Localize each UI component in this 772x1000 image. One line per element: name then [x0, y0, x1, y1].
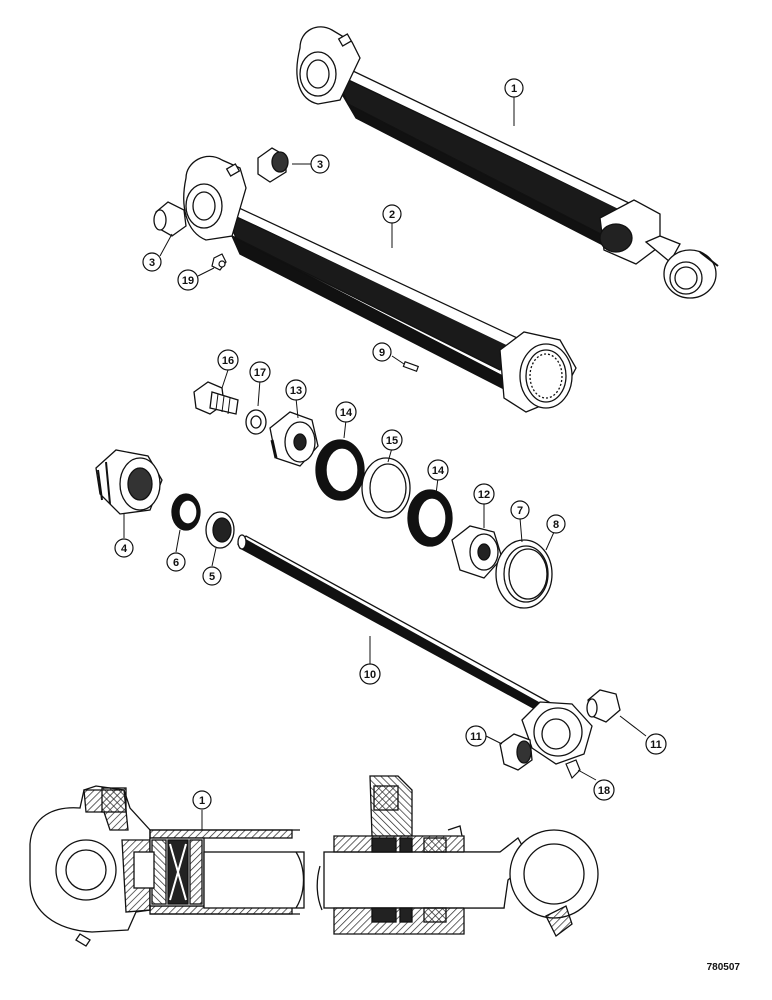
callout-18: 18	[593, 779, 615, 801]
callout-1-section: 1	[192, 790, 212, 810]
callout-4-label: 4	[121, 543, 128, 555]
callout-12-label: 12	[478, 489, 490, 501]
sectional-view	[29, 775, 599, 947]
callout-6: 6	[166, 552, 186, 572]
callout-5: 5	[202, 566, 222, 586]
callout-16: 16	[217, 349, 239, 371]
callout-leaders	[123, 96, 647, 830]
rod-eye-bushing-right	[586, 689, 621, 723]
callout-10: 10	[359, 663, 381, 685]
callout-18-label: 18	[598, 785, 610, 797]
callout-19-label: 19	[182, 275, 194, 287]
callout-9-label: 9	[379, 347, 385, 359]
callout-13: 13	[285, 379, 307, 401]
callout-11-left: 11	[465, 725, 487, 747]
callout-14-upper: 14	[335, 401, 357, 423]
callout-7: 7	[510, 500, 530, 520]
drawing-number: 780507	[707, 962, 741, 973]
callout-6-label: 6	[173, 557, 179, 569]
callout-15-label: 15	[386, 435, 398, 447]
piston-rod	[236, 534, 593, 765]
wiper-seal	[205, 511, 235, 549]
backup-ring	[495, 539, 553, 609]
callout-9: 9	[372, 342, 392, 362]
cylinder-barrel-lower	[183, 155, 577, 413]
washer	[245, 409, 267, 435]
callout-16-label: 16	[222, 355, 234, 367]
callout-13-label: 13	[290, 385, 302, 397]
callout-12: 12	[473, 483, 495, 505]
callout-2: 2	[382, 204, 402, 224]
callout-10-label: 10	[364, 669, 376, 681]
piston-seal-lower	[407, 489, 453, 547]
gland-nut	[95, 449, 163, 515]
rod-seal	[171, 493, 201, 531]
callout-3-upper: 3	[310, 154, 330, 174]
callout-14-upper-label: 14	[340, 407, 353, 419]
set-screw	[402, 360, 420, 372]
piston-seal-upper	[315, 439, 365, 501]
callout-11-right-label: 11	[650, 739, 662, 751]
callout-14-lower-label: 14	[432, 465, 445, 477]
wear-ring	[361, 457, 411, 519]
callout-11-left-label: 11	[470, 731, 482, 743]
callout-2-label: 2	[389, 209, 395, 221]
callout-14-lower: 14	[427, 459, 449, 481]
callout-3-lower-label: 3	[149, 257, 155, 269]
callout-1-section-label: 1	[199, 795, 205, 807]
piston	[269, 411, 319, 467]
grease-fitting	[211, 253, 227, 271]
callout-3-lower: 3	[142, 252, 162, 272]
rod-eye-bushing-left	[499, 733, 533, 771]
callout-17: 17	[249, 361, 271, 383]
piston-bolt	[193, 381, 239, 415]
callout-4: 4	[114, 538, 134, 558]
callout-19: 19	[177, 269, 199, 291]
callout-15: 15	[381, 429, 403, 451]
bushing-upper	[257, 147, 289, 183]
callout-17-label: 17	[254, 367, 266, 379]
callout-5-label: 5	[209, 571, 215, 583]
cylinder-assembly-upper	[296, 26, 719, 299]
piston-rod-side	[451, 525, 503, 579]
callout-3-upper-label: 3	[317, 159, 323, 171]
callout-8-label: 8	[553, 519, 559, 531]
callout-1: 1	[504, 78, 524, 98]
callout-7-label: 7	[517, 505, 523, 517]
bushing-lower	[153, 201, 187, 237]
callout-1-label: 1	[511, 83, 517, 95]
callout-11-right: 11	[645, 733, 667, 755]
rod-grease-fitting	[565, 759, 581, 780]
callout-8: 8	[546, 514, 566, 534]
